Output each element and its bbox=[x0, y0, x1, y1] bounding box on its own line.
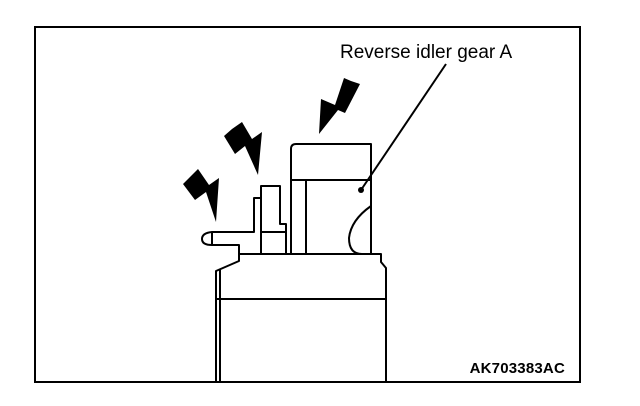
sleeve-part bbox=[201, 185, 287, 254]
gear-drawing bbox=[183, 63, 447, 381]
callout-dot bbox=[358, 187, 364, 193]
callout-leader-line bbox=[360, 63, 447, 191]
reverse-idler-gear-a bbox=[290, 143, 372, 255]
shaft-body bbox=[215, 253, 387, 381]
callout-label: Reverse idler gear A bbox=[340, 42, 513, 63]
arrow-icon bbox=[319, 78, 360, 134]
illustration-frame: Reverse idler gear A AK703383AC bbox=[34, 26, 581, 383]
figure-code: AK703383AC bbox=[469, 360, 565, 377]
arrow-icon bbox=[224, 122, 262, 175]
arrow-icon bbox=[183, 169, 219, 222]
